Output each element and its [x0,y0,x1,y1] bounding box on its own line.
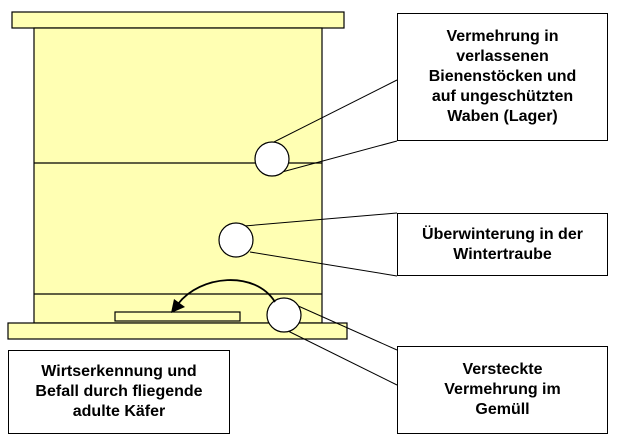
callout-line: Gemüll [475,401,530,418]
callout-line: adulte Käfer [72,403,166,420]
callout-line: verlassenen [456,48,549,65]
infestation-arrowhead-icon [171,299,185,313]
leader-line-top-2 [281,140,398,173]
location-marker-middle [218,222,254,258]
location-marker-upper [254,141,290,177]
hive-base [7,322,348,340]
callout-line: Befall durch fliegende [35,383,203,400]
callout-line: Bienenstöcken und [428,68,577,85]
location-marker-bottom [266,297,302,333]
leader-line-top-1 [261,79,398,149]
hive-lid [11,11,345,29]
callout-line: auf ungeschützten [431,88,574,105]
callout-line: Vermehrung im [444,381,561,398]
hive-entrance-board [114,311,241,322]
callout-line: Überwinterung in der [422,225,583,243]
leader-line-middle-2 [249,251,398,277]
callout-line: Vermehrung in [446,28,559,45]
callout-line: Versteckte [462,361,543,378]
callout-hidden-reproduction: Versteckte Vermehrung im Gemüll [397,346,608,434]
leader-line-bottom-right-1 [295,304,398,351]
leader-line-bottom-right-2 [285,329,398,386]
callout-reproduction-abandoned-hives: Vermehrung in verlassenen Bienenstöcken … [397,13,608,141]
callout-overwintering: Überwinterung in der Wintertraube [397,213,608,276]
hive-body [33,27,323,324]
callout-line: Waben (Lager) [447,108,558,125]
callout-line: Wirtserkennung und [41,363,197,380]
callout-line: Wintertraube [453,245,552,263]
leader-line-middle-1 [243,212,398,227]
infestation-arrow [177,279,276,305]
callout-host-recognition: Wirtserkennung und Befall durch fliegend… [8,350,230,434]
